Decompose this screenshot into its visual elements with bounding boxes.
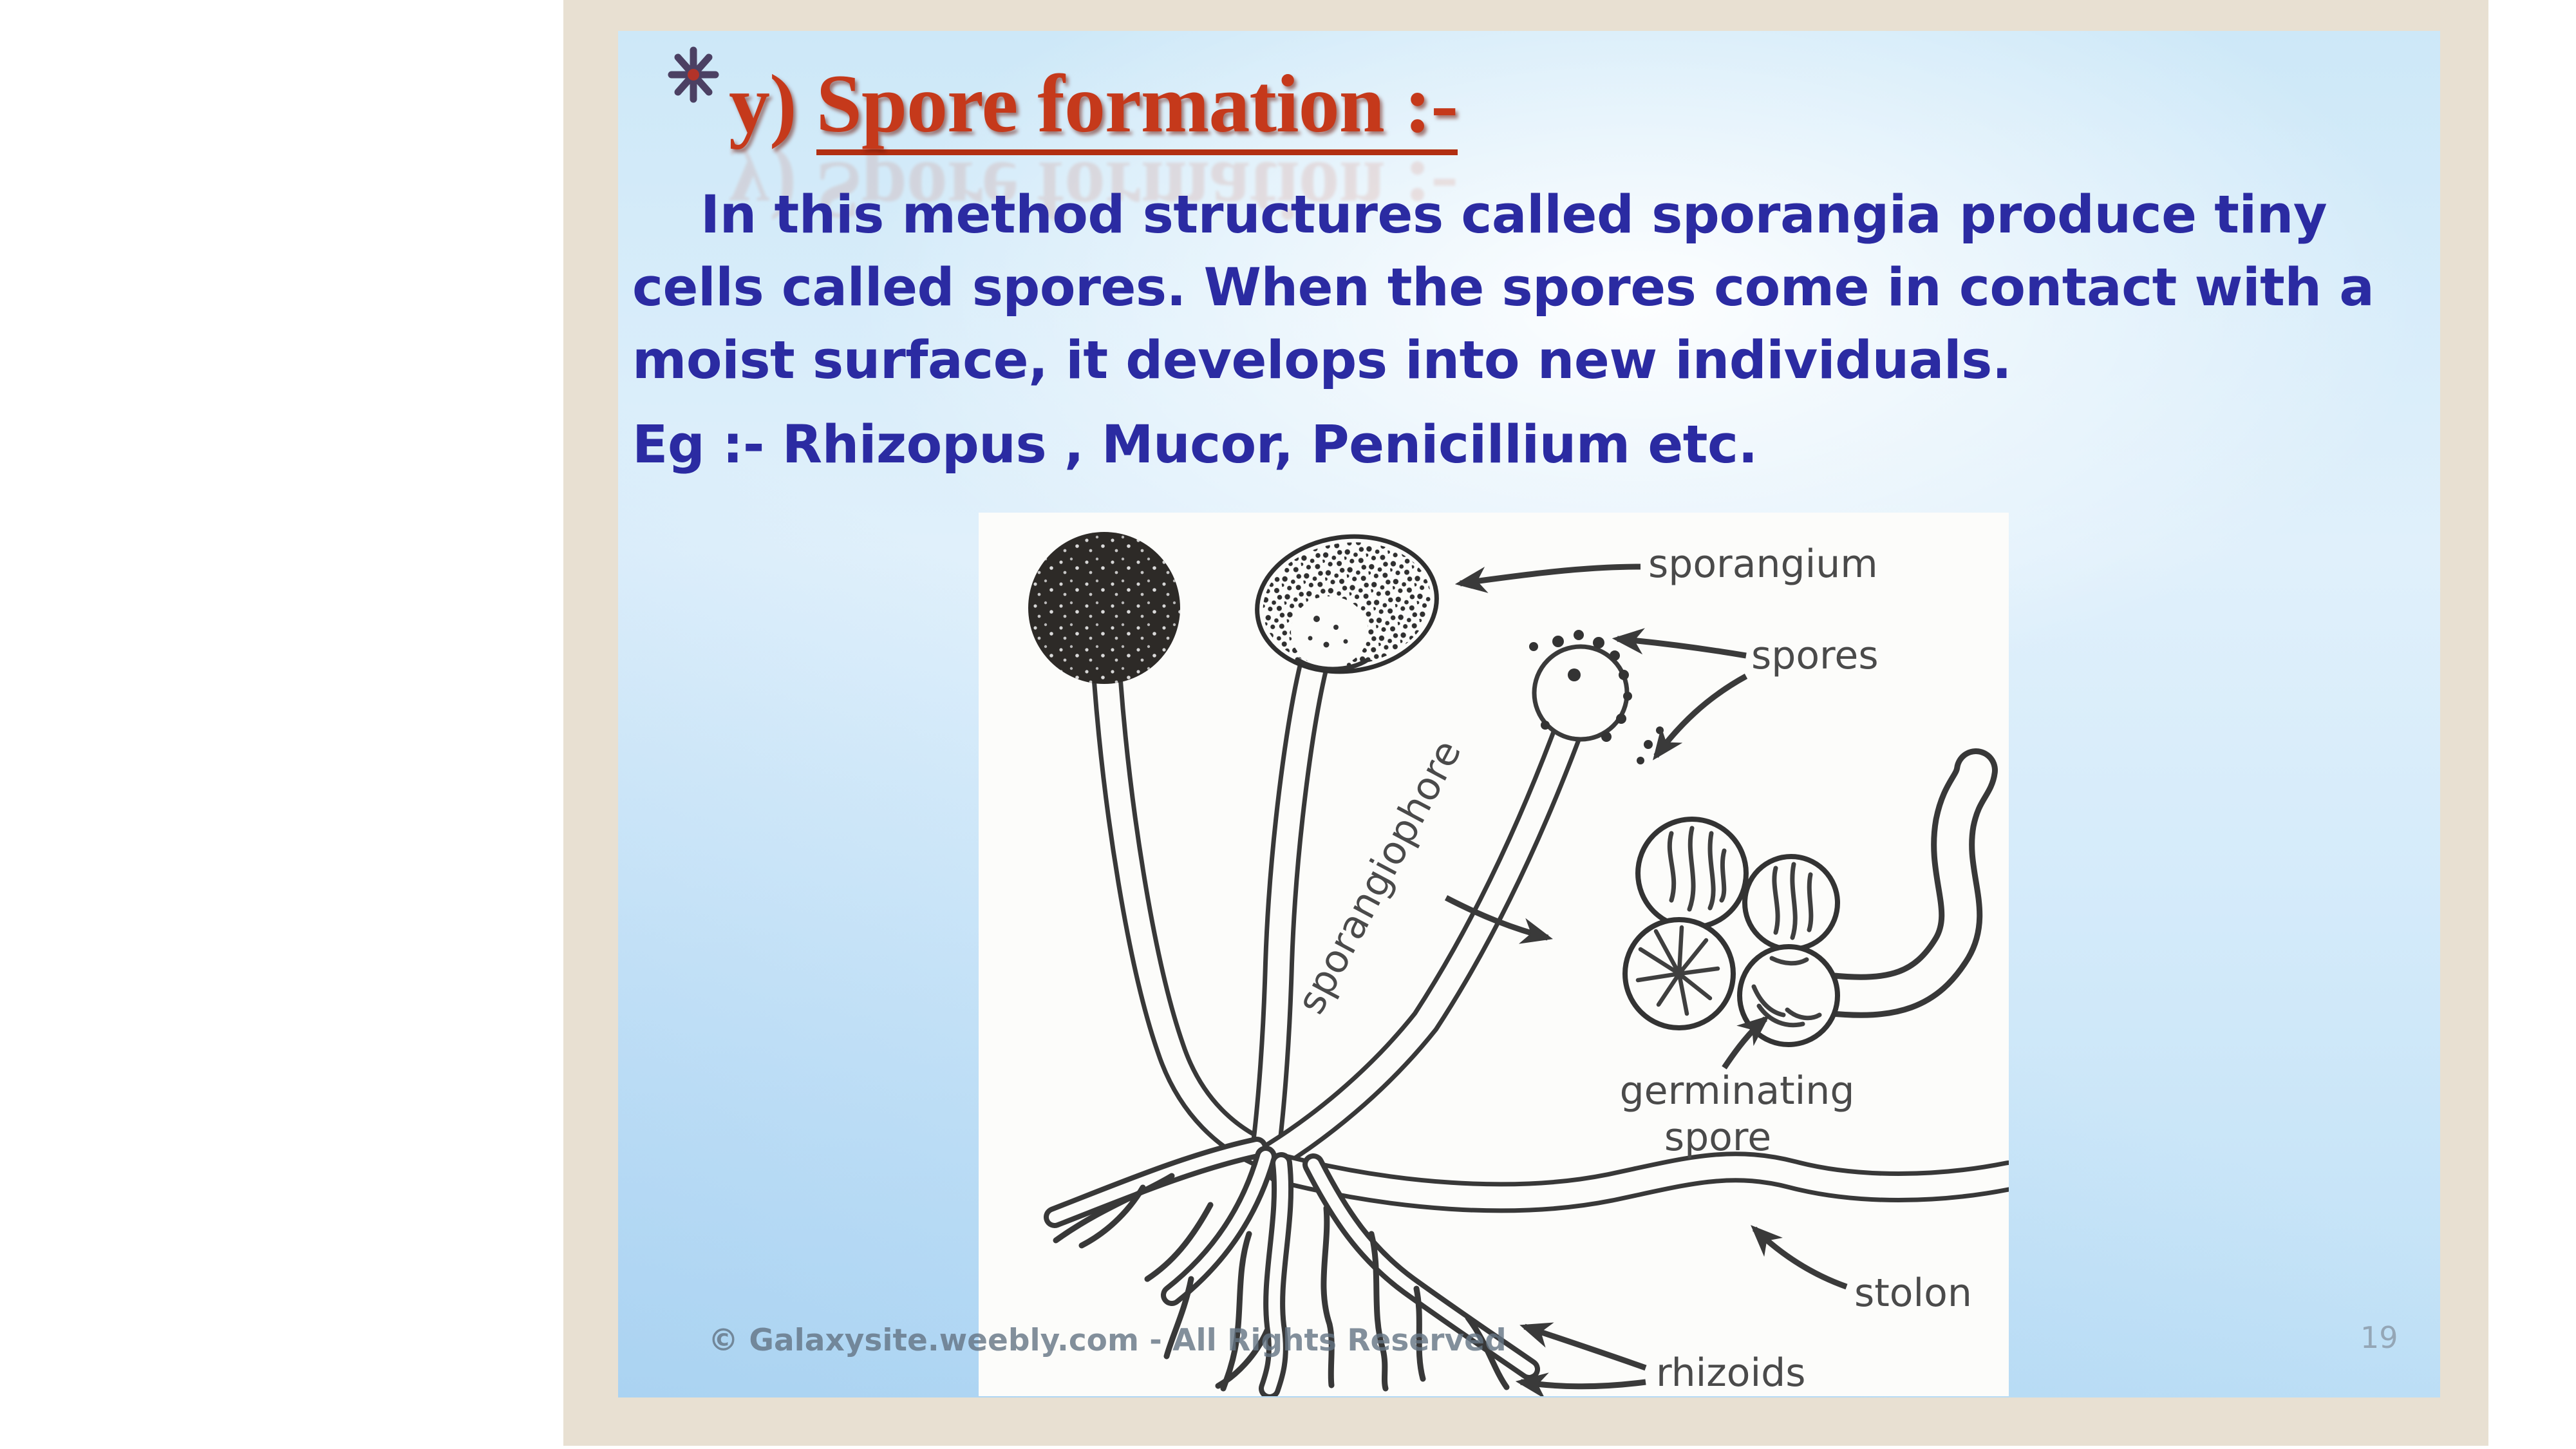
watermark: © Galaxysite.weebly.com - All Rights Res… [708, 1323, 1507, 1358]
page-number: 19 [2360, 1320, 2398, 1355]
label-sporangium: sporangium [1648, 542, 1878, 587]
paragraph-line: cells called spores. When the spores com… [632, 258, 2374, 318]
paragraph-line: moist surface, it develops into new indi… [632, 330, 2012, 391]
label-germinating-spore: spore [1664, 1115, 1771, 1160]
label-germinating: germinating [1620, 1068, 1855, 1113]
label-stolon: stolon [1854, 1271, 1972, 1316]
germinating-spores-shape [1622, 817, 1840, 1047]
slide: y) Spore formation :- y) Spore formation… [618, 31, 2440, 1399]
arrow-sporangiophore [1444, 895, 1553, 944]
sporangium-dark-shape [1028, 532, 1180, 684]
sporangium-releasing-shape [1529, 630, 1664, 764]
sporangiophore-stalks [1092, 650, 1581, 1171]
rhizoids-shape [1044, 1137, 1540, 1399]
example-line: Eg :- Rhizopus , Mucor, Penicillium etc. [632, 415, 1758, 475]
rhizopus-diagram-panel: sporangium spores sporangiophore germina… [979, 513, 2024, 1399]
label-spores: spores [1751, 633, 1879, 678]
arrow-germinating-spore [1722, 1015, 1770, 1070]
arrow-rhizoids-lower [1515, 1372, 1646, 1399]
asterisk-bullet-icon [668, 46, 719, 103]
arrow-spores-upper [1612, 628, 1747, 659]
label-arrows [1444, 564, 1848, 1399]
stolon-shape [1264, 1151, 2024, 1213]
paragraph-line: In this method structures called sporang… [700, 185, 2327, 245]
label-rhizoids: rhizoids [1656, 1350, 1806, 1396]
arrow-sporangium [1454, 564, 1641, 593]
arrow-rhizoids-upper [1519, 1322, 1647, 1371]
asterisk-center [688, 69, 699, 80]
germ-tube-shape [1808, 748, 1998, 1018]
arrow-spores-lower [1653, 674, 1748, 761]
title-text-underlined: Spore formation :- [816, 61, 1458, 156]
title-prefix: y) [729, 58, 816, 149]
sporangium-stippled-shape [1255, 534, 1439, 674]
rhizopus-diagram: sporangium spores sporangiophore germina… [1028, 532, 2024, 1399]
arrow-stolon [1751, 1225, 1848, 1290]
slide-title: y) Spore formation :- [729, 58, 1458, 156]
body-paragraph: In this method structures called sporang… [632, 179, 2374, 397]
